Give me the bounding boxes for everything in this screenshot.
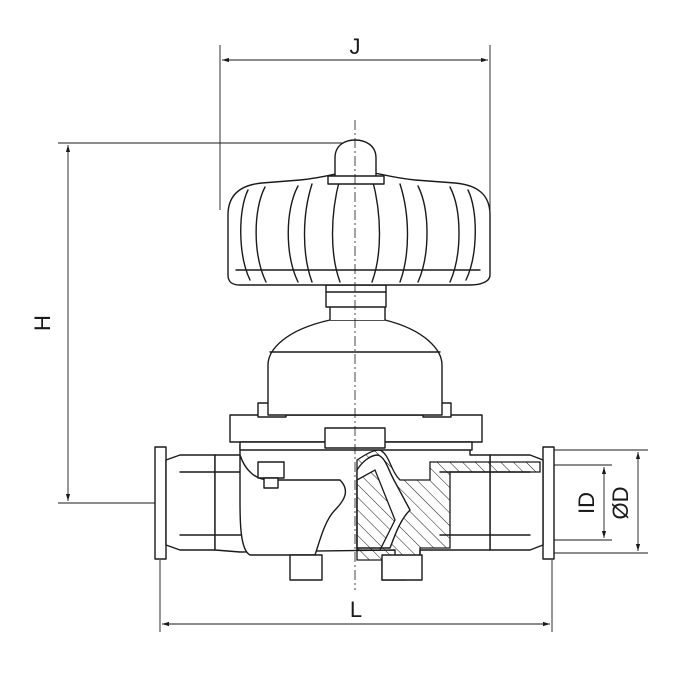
dimension-j: J [219, 34, 491, 210]
left-foot [289, 554, 323, 581]
left-ferrule [154, 446, 167, 560]
dimension-od-label: ØD [608, 487, 633, 520]
valve-body [154, 444, 555, 581]
dimension-h-label: H [30, 315, 55, 331]
dimension-l: L [159, 560, 553, 632]
right-ferrule [542, 446, 555, 560]
dimension-j-label: J [350, 34, 361, 59]
stem-collar-rect [325, 284, 387, 308]
stem-collar [325, 284, 387, 308]
left-flange [165, 454, 216, 551]
dimension-l-label: L [350, 597, 362, 622]
dimension-id-od: ID ØD [552, 449, 648, 554]
dimension-id-label: ID [574, 492, 599, 514]
right-foot [381, 554, 423, 581]
handwheel-cap [334, 139, 377, 179]
body-nut [257, 461, 285, 479]
handwheel [227, 139, 491, 286]
dimension-h: H [30, 142, 355, 504]
